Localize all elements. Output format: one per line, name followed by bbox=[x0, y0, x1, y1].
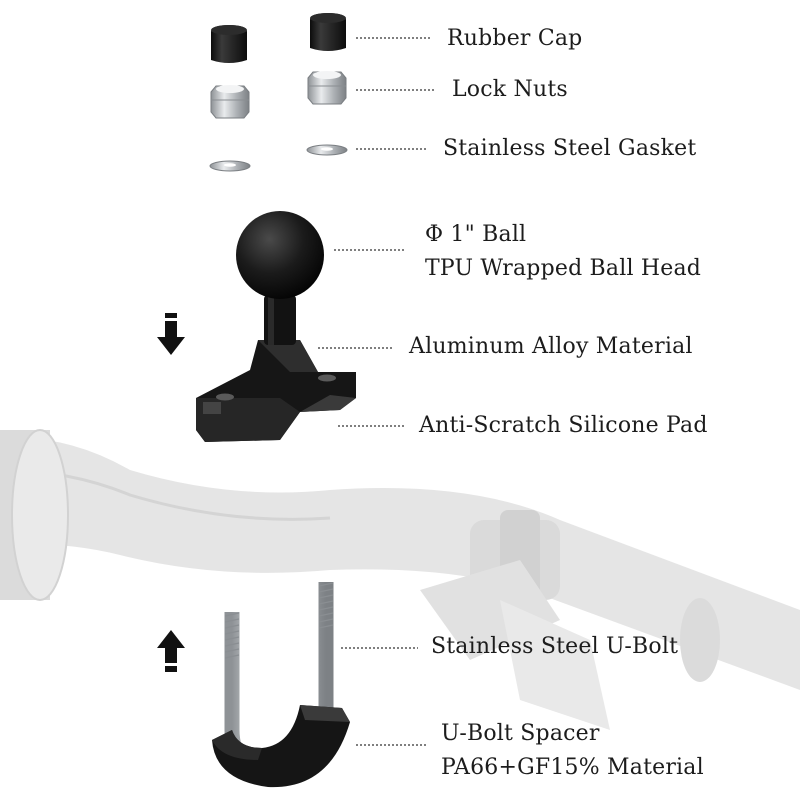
label-rubber-cap: Rubber Cap bbox=[447, 26, 583, 51]
label-spacer-material: PA66+GF15% Material bbox=[441, 755, 704, 780]
label-silicone-pad: Anti-Scratch Silicone Pad bbox=[419, 413, 708, 438]
rubber-cap-right bbox=[310, 13, 346, 51]
label-aluminum: Aluminum Alloy Material bbox=[409, 334, 693, 359]
rubber-cap-left bbox=[211, 25, 247, 63]
label-spacer: U-Bolt Spacer bbox=[441, 721, 600, 746]
label-ball-size: Φ 1" Ball bbox=[425, 222, 527, 247]
arrow-down-icon bbox=[157, 313, 185, 355]
label-lock-nuts: Lock Nuts bbox=[452, 77, 568, 102]
label-gasket: Stainless Steel Gasket bbox=[443, 136, 697, 161]
arrow-up-icon bbox=[157, 630, 185, 672]
gasket-right bbox=[306, 144, 348, 156]
label-ball-head: TPU Wrapped Ball Head bbox=[425, 256, 702, 281]
lock-nut-left bbox=[210, 85, 250, 119]
ball-head bbox=[236, 211, 324, 299]
leader-lines bbox=[318, 37, 434, 746]
ball-mount-base bbox=[196, 295, 356, 442]
handlebar-illustration bbox=[0, 429, 800, 730]
gasket-left bbox=[209, 160, 251, 172]
label-u-bolt: Stainless Steel U-Bolt bbox=[431, 634, 679, 659]
u-bolt-spacer bbox=[212, 705, 350, 788]
lock-nut-right bbox=[307, 71, 347, 105]
